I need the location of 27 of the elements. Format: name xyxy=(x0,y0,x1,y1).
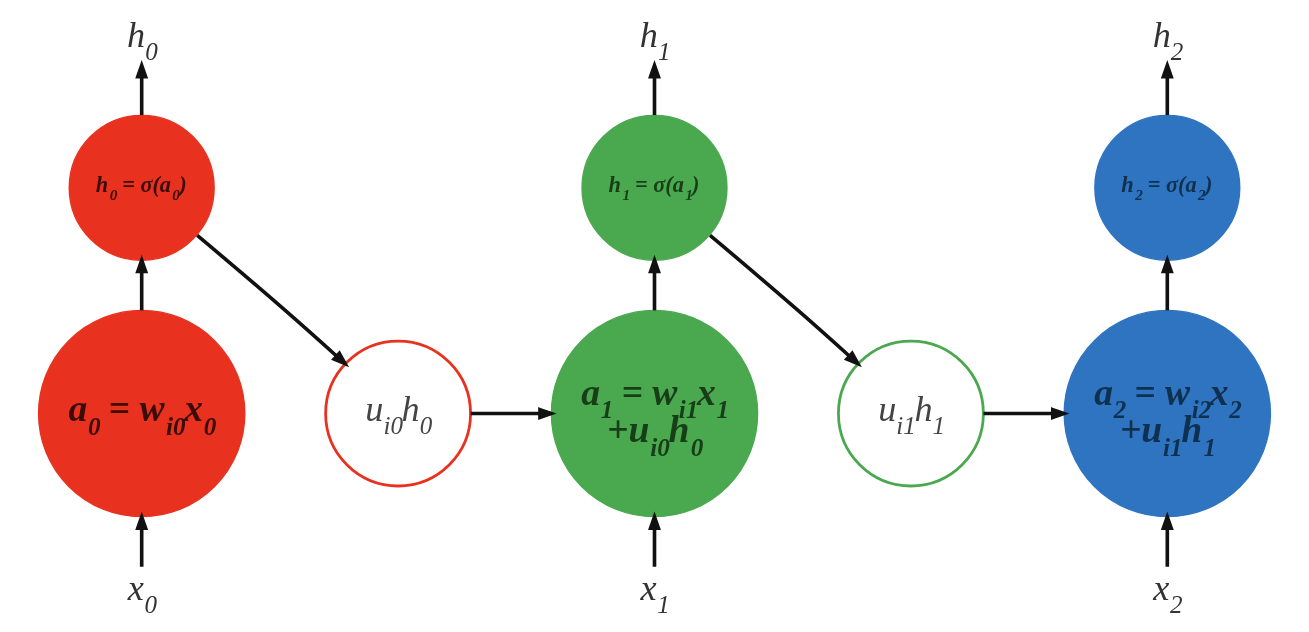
node-circle: h$_{2}$ = σ(a$_{2}$) xyxy=(1094,114,1241,261)
arrow xyxy=(135,254,149,311)
node-circle: a$_{1}$ = w$_{i1}$x$_{1}$ +u$_{i0}$h$_{0}$ xyxy=(550,309,759,518)
arrow xyxy=(196,234,350,368)
arrow xyxy=(648,60,661,116)
node-circle: a$_{2}$ = w$_{i2}$x$_{2}$ +u$_{i1}$h$_{1}$ xyxy=(1063,309,1272,518)
arrow xyxy=(983,407,1070,420)
node-text: h$_{1}$ xyxy=(639,14,671,66)
node-text: x$_{2}$ xyxy=(1153,567,1183,619)
arrow xyxy=(1160,511,1174,567)
arrow xyxy=(708,234,862,368)
node-text: x$_{0}$ xyxy=(127,567,158,619)
arrow xyxy=(1160,254,1174,311)
arrow xyxy=(135,60,149,116)
node-circle: u$_{i0}$h$_{0}$ xyxy=(324,339,472,488)
node-circle: a$_{0}$ = w$_{i0}$x$_{0}$ xyxy=(37,309,246,518)
arrow xyxy=(135,511,149,567)
arrow xyxy=(470,407,557,420)
node-circle: h$_{0}$ = σ(a$_{0}$) xyxy=(68,114,215,261)
node-text: h$_{0}$ xyxy=(127,14,158,66)
node-circle: h$_{1}$ = σ(a$_{1}$) xyxy=(581,114,728,261)
arrow xyxy=(648,511,661,567)
node-text: h$_{2}$ xyxy=(1152,14,1184,66)
node-circle: u$_{i1}$h$_{1}$ xyxy=(837,339,985,488)
arrow xyxy=(648,254,661,311)
arrow xyxy=(1160,60,1174,116)
node-text: x$_{1}$ xyxy=(640,567,670,619)
